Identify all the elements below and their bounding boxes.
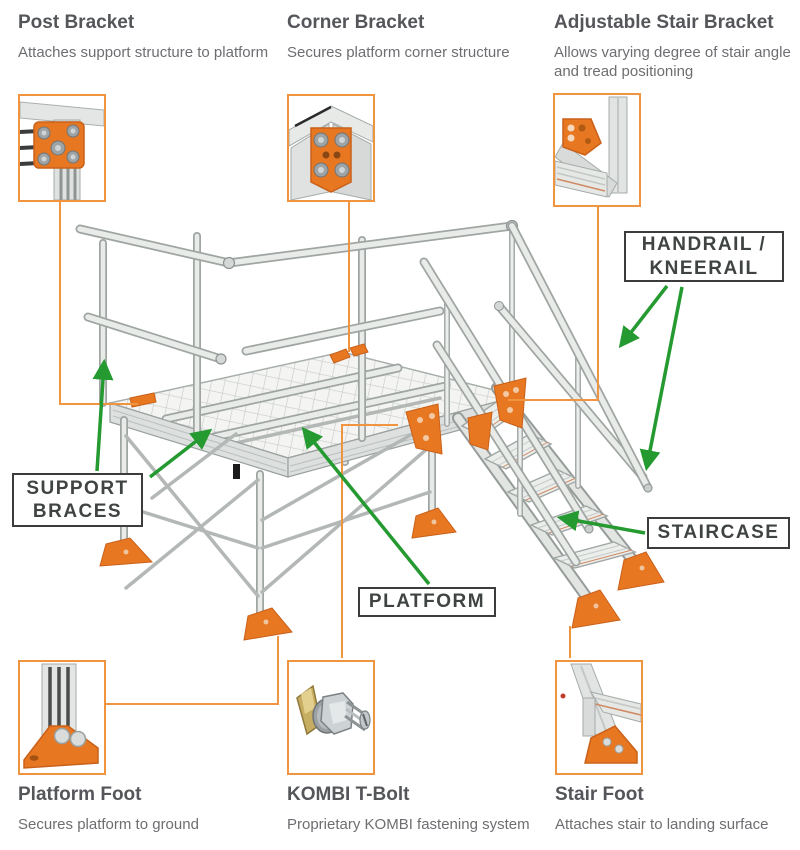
part-label-platform: PLATFORM xyxy=(358,587,496,617)
platform-foot-connector xyxy=(106,636,279,705)
post-bracket-icon xyxy=(20,101,104,200)
stair-gusset xyxy=(467,411,493,451)
callout-title: KOMBI T-Bolt xyxy=(287,784,410,805)
adjustable-stair-bracket-photo xyxy=(553,93,641,207)
support-brace-arrow xyxy=(148,428,213,479)
corner-bracket-icon xyxy=(289,105,373,200)
part-label-text: HANDRAIL / KNEERAIL xyxy=(641,234,767,279)
support-brace-arrow xyxy=(92,358,114,472)
part-label-staircase: STAIRCASE xyxy=(647,517,790,549)
part-label-text: PLATFORM xyxy=(368,591,486,613)
label-arrows xyxy=(92,284,684,586)
callout-corner-bracket: Corner Bracket Secures platform corner s… xyxy=(287,12,539,62)
callout-title: Adjustable Stair Bracket xyxy=(554,12,774,33)
callout-description: Allows varying degree of stair angle and… xyxy=(554,43,791,81)
callout-stair-foot: Stair Foot Attaches stair to landing sur… xyxy=(555,784,800,834)
callout-description: Attaches support structure to platform xyxy=(18,43,269,61)
callout-kombi-t-bolt: KOMBI T-Bolt Proprietary KOMBI fastening… xyxy=(287,784,549,834)
callout-post-bracket: Post Bracket Attaches support structure … xyxy=(18,12,290,62)
platform-arrow xyxy=(301,426,431,586)
stair-foot-icon xyxy=(560,663,641,764)
kneerail-arrow xyxy=(639,286,684,472)
callout-connectors xyxy=(59,200,599,705)
platform-foot-photo xyxy=(18,660,106,775)
part-label-text: STAIRCASE xyxy=(657,522,780,544)
stair-bracket-connector xyxy=(508,205,599,401)
platform-foot-icon xyxy=(23,663,99,769)
rail-joint xyxy=(215,353,227,365)
callout-platform-foot: Platform Foot Secures platform to ground xyxy=(18,784,278,834)
stair-handrails xyxy=(419,221,653,567)
post-bracket-connector xyxy=(59,200,138,405)
part-label-handrail-kneerail: HANDRAIL / KNEERAIL xyxy=(624,231,784,282)
platform-structure xyxy=(75,219,665,641)
kombi-t-bolt-icon xyxy=(296,684,371,736)
stair-foot xyxy=(617,551,665,591)
corner-bracket-on-deck xyxy=(329,348,351,364)
stair-foot xyxy=(571,589,621,629)
callout-description: Secures platform to ground xyxy=(18,815,199,833)
callout-title: Stair Foot xyxy=(555,784,644,805)
callout-title: Post Bracket xyxy=(18,12,135,33)
callout-description: Secures platform corner structure xyxy=(287,43,510,61)
part-label-text: SUPPORT BRACES xyxy=(26,477,129,522)
support-braces xyxy=(122,430,432,598)
stair-gusset xyxy=(405,403,443,455)
edge-clip xyxy=(233,464,240,479)
staircase-arrow xyxy=(556,510,646,535)
staircase xyxy=(419,221,653,616)
callout-description: Attaches stair to landing surface xyxy=(555,815,769,833)
stair-foot-photo xyxy=(555,660,643,775)
callout-title: Corner Bracket xyxy=(287,12,425,33)
rail-joint xyxy=(222,256,236,270)
handrail-arrow xyxy=(618,284,669,349)
kombi-t-bolt-photo xyxy=(287,660,375,775)
adjustable-stair-bracket-icon xyxy=(555,96,628,198)
part-label-support-braces: SUPPORT BRACES xyxy=(12,473,143,527)
callout-title: Platform Foot xyxy=(18,784,142,805)
kombi-bolt-connector xyxy=(341,424,398,658)
post-bracket-photo xyxy=(18,94,106,202)
callout-description: Proprietary KOMBI fastening system xyxy=(287,815,530,833)
corner-bracket-on-deck xyxy=(349,343,369,357)
platform-foot xyxy=(243,607,293,641)
orange-brackets xyxy=(99,343,665,641)
platform-handrails xyxy=(75,219,519,365)
corner-bracket-photo xyxy=(287,94,375,202)
callout-adjustable-stair-bracket: Adjustable Stair Bracket Allows varying … xyxy=(554,12,796,81)
